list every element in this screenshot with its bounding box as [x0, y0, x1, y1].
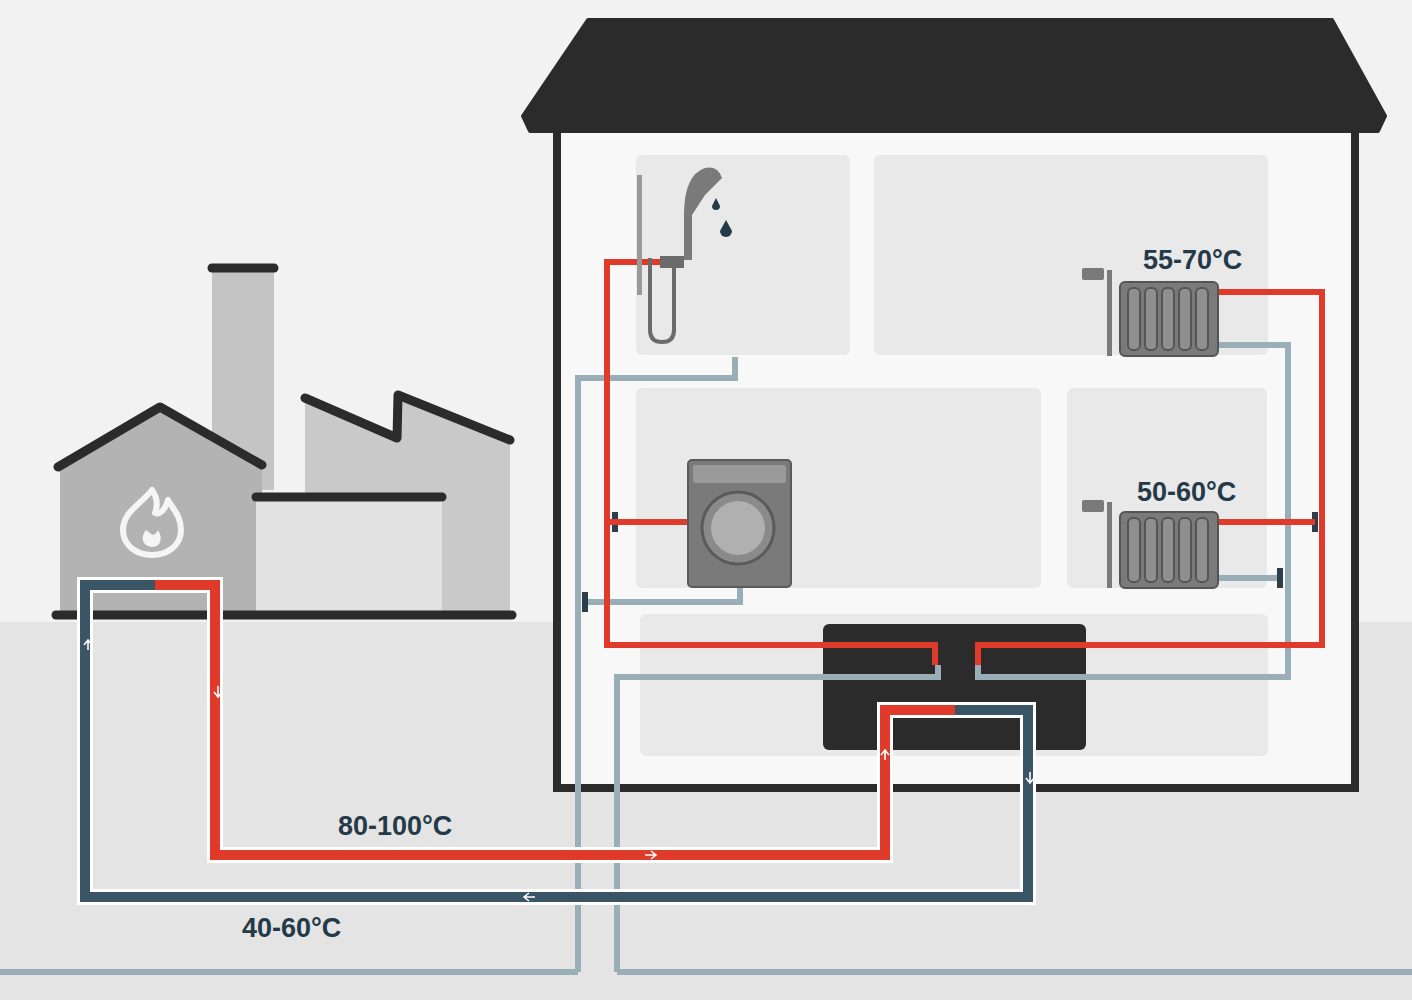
temperature-label: 50-60°C	[1137, 479, 1236, 506]
radiator	[1082, 268, 1218, 356]
cold-water-pipes	[0, 345, 1412, 972]
flow-arrows	[84, 640, 1034, 901]
temperature-label: 55-70°C	[1143, 247, 1242, 274]
district-pipes	[85, 585, 1028, 897]
rooms	[636, 155, 1268, 756]
temperature-label: 40-60°C	[242, 915, 341, 942]
heating-pipes	[607, 262, 1322, 665]
temperature-label: 80-100°C	[338, 813, 452, 840]
radiator	[1082, 500, 1218, 588]
factory	[56, 268, 512, 615]
house-wall	[557, 128, 1355, 788]
washing-machine	[688, 460, 791, 587]
house-roof	[523, 20, 1385, 131]
shower	[637, 167, 732, 342]
